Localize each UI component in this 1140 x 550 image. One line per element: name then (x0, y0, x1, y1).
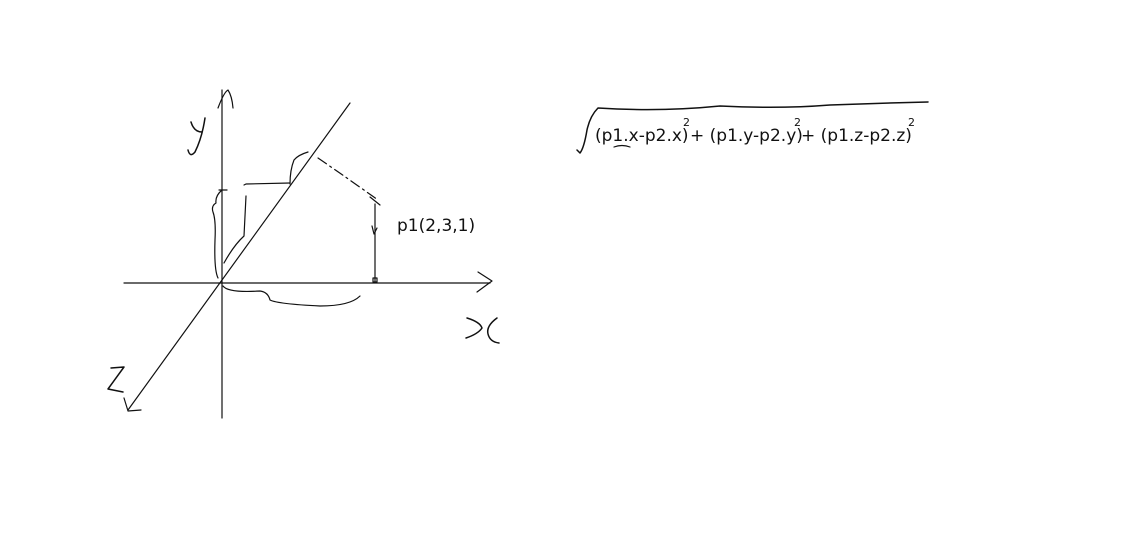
z-axis-arrowhead (123, 397, 142, 412)
y-axis-arrowhead (217, 89, 234, 109)
formula-exponent-z: 2 (908, 116, 915, 129)
z-axis-letter (107, 366, 125, 393)
x-brace (222, 285, 361, 307)
y-brace (211, 189, 223, 279)
vertical-arrow-tick (371, 225, 378, 235)
distance-formula: (p1.x-p2.x) 2 + (p1.y-p2.y) 2 + (p1.z-p2… (576, 101, 929, 154)
axes (123, 89, 493, 419)
construction-lines (211, 151, 381, 307)
formula-term-x: (p1.x-p2.x) (595, 126, 689, 146)
formula-term-y: + (p1.y-p2.y) (690, 126, 803, 146)
dashed-arc (317, 157, 379, 201)
formula-exponent-x: 2 (683, 116, 690, 129)
formula-underline-mark (613, 144, 631, 148)
formula-term-z: + (p1.z-p2.z) (801, 126, 912, 146)
point-base-marker (372, 277, 378, 283)
formula-exponent-y: 2 (794, 116, 801, 129)
x-axis-letter (465, 317, 500, 344)
y-axis-letter (187, 117, 206, 156)
sqrt-sign (576, 101, 929, 154)
x-axis-arrowhead (476, 271, 493, 293)
z-axis-line (127, 102, 351, 411)
vertical-top-arrowhead (369, 196, 381, 206)
axis-letters (107, 117, 500, 393)
diagonal-brace (289, 151, 309, 185)
horizontal-projection-line (243, 182, 291, 186)
point-label: p1(2,3,1) (397, 216, 475, 236)
origin-stub (223, 195, 247, 264)
